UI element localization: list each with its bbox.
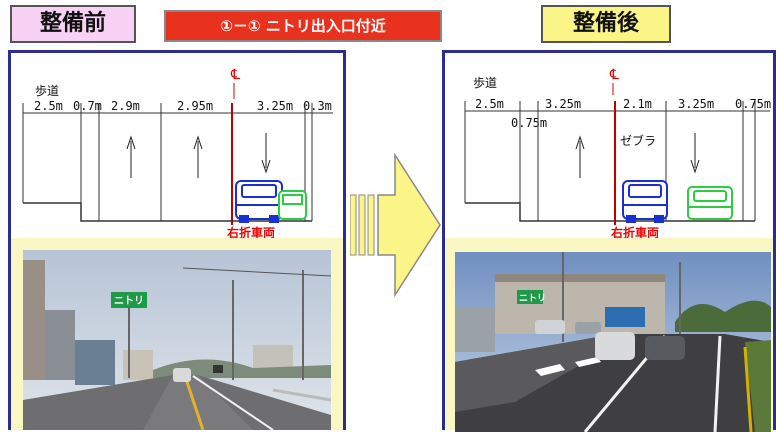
before-width-1: 2.5m [34,99,63,113]
after-sidewalk-label: 歩道 [473,75,497,90]
before-photo-sign: ニトリ [114,295,144,307]
before-width-5: 3.25m [257,99,293,113]
before-width-6: 0.3m [303,99,332,113]
before-photo-frame: ニトリ [11,238,343,430]
before-width-2: 0.7m [73,99,102,113]
after-width-1: 2.5m [475,97,504,111]
before-width-4: 2.95m [177,99,213,113]
before-title: 整備前 [10,5,136,43]
after-panel: ℄ 歩道 2.5m 3.25m 2.1m 3.25m 0.75m 0.75m ゼ… [442,50,776,432]
after-photo-sign: ニトリ [519,293,546,304]
before-cross-section: ℄ 歩道 2.5m 0.7m 2.9m 2.95m 3.25m 0.3m [22,67,333,240]
after-right-turn-label: 右折車両 [610,225,659,240]
before-sidewalk-label: 歩道 [35,83,59,98]
before-straight-car [278,190,307,220]
before-width-3: 2.9m [111,99,140,113]
after-extra-width: 0.75m [511,116,547,130]
after-width-3: 2.1m [623,97,652,111]
before-right-turn-label: 右折車両 [226,225,275,240]
transition-arrow [350,152,441,298]
location-title: ①－① ニトリ出入口付近 [164,10,442,42]
after-centerline-symbol: ℄ [609,67,619,83]
after-title: 整備後 [541,5,671,43]
after-cross-section: ℄ 歩道 2.5m 3.25m 2.1m 3.25m 0.75m 0.75m ゼ… [464,67,771,240]
before-right-turn-car [235,180,283,223]
after-straight-car [687,186,733,220]
after-width-2: 3.25m [545,97,581,111]
after-width-5: 0.75m [735,97,771,111]
after-photo-frame: ニトリ [445,238,773,432]
after-zebra-label: ゼブラ [620,133,656,148]
before-road-photo: ニトリ [23,250,331,430]
before-panel: ℄ 歩道 2.5m 0.7m 2.9m 2.95m 3.25m 0.3m [8,50,346,430]
after-width-4: 3.25m [678,97,714,111]
after-road-photo: ニトリ [455,252,771,432]
after-right-turn-car [622,180,668,223]
before-centerline-symbol: ℄ [230,67,240,83]
